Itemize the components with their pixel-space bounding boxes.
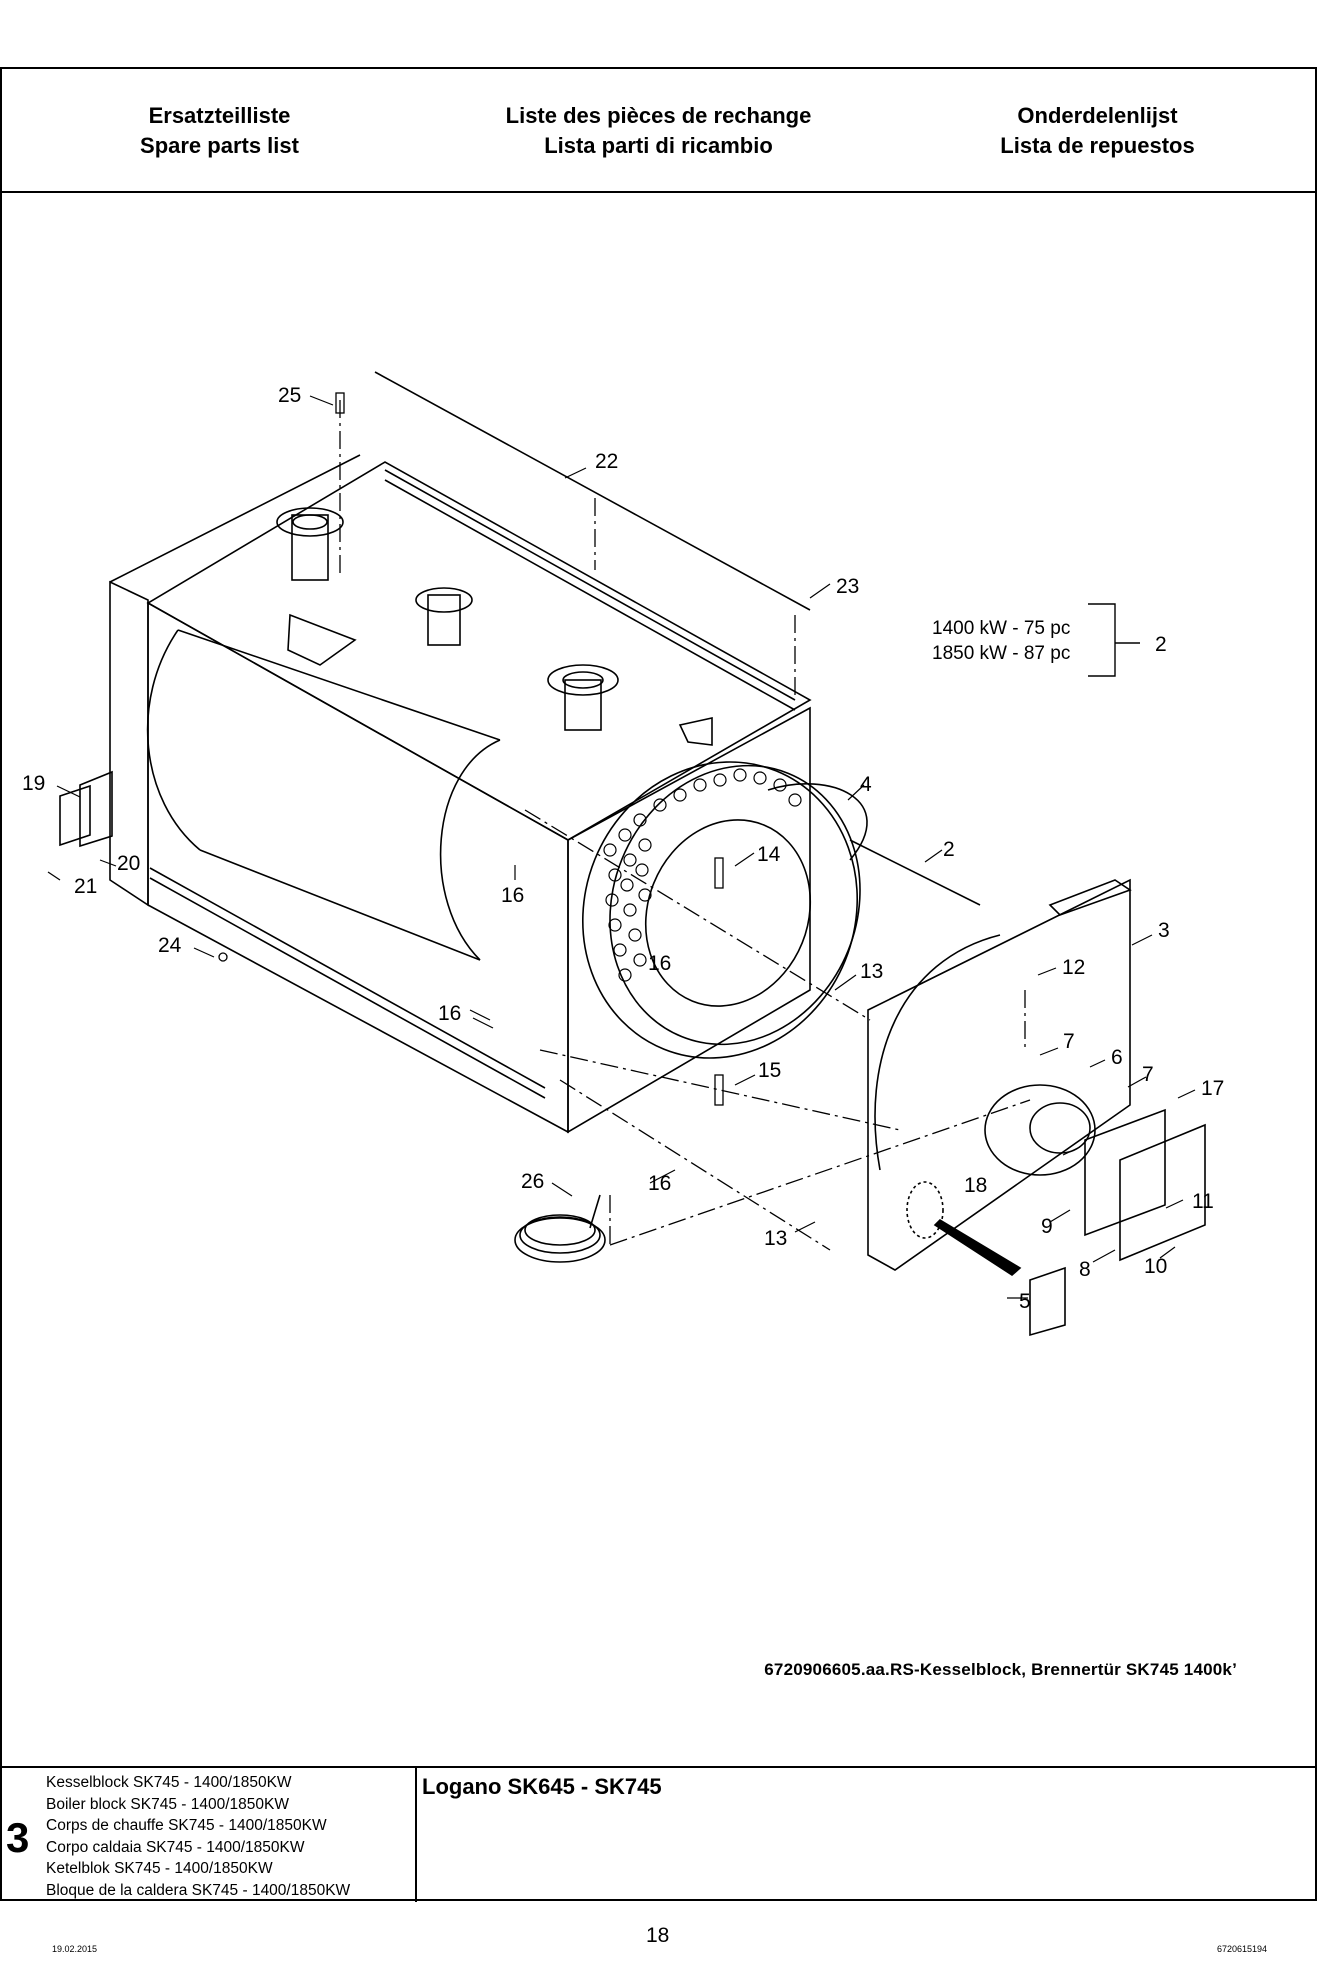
- header-title: Ersatzteilliste: [148, 103, 291, 128]
- burner-door-plate: [867, 878, 1131, 1271]
- callout-label: 16: [648, 1172, 671, 1195]
- header-title: Onderdelenlijst: [1017, 103, 1178, 128]
- header-title: Lista de repuestos: [1000, 133, 1195, 158]
- exploded-view-drawing: 1400 kW - 75 pc 1850 kW - 87 pc 2: [0, 193, 1317, 1768]
- variant-label: 1400 kW - 75 pc: [932, 618, 1070, 639]
- header-col-fr-it: Liste des pièces de rechange Lista parti…: [439, 101, 878, 161]
- drawing-caption: 6720906605.aa.RS-Kesselblock, Brennertür…: [764, 1660, 1237, 1679]
- callout-label: 7: [1063, 1030, 1075, 1053]
- callout-label: 26: [521, 1170, 544, 1193]
- header-col-nl-es: Onderdelenlijst Lista de repuestos: [878, 101, 1317, 161]
- casing-top: [146, 461, 812, 841]
- callout-label: 14: [757, 843, 781, 866]
- casing-side-panel: [109, 580, 149, 907]
- casing-front-right: [567, 706, 811, 1134]
- callout-label: 16: [648, 952, 671, 975]
- header-col-de-en: Ersatzteilliste Spare parts list: [0, 101, 439, 161]
- boiler-block-diagram: 1400 kW - 75 pc 1850 kW - 87 pc 2: [22, 371, 1224, 1337]
- callout-label: 4: [860, 773, 872, 796]
- callout-label: 6: [1111, 1046, 1123, 1069]
- footer-divider: [415, 1768, 417, 1902]
- section-title: Bloque de la caldera SK745 - 1400/1850KW: [46, 1881, 351, 1899]
- casing-front-left: [147, 601, 569, 1134]
- callout-label: 16: [438, 1002, 461, 1025]
- print-date: 19.02.2015: [52, 1944, 98, 1954]
- callout-label: 22: [595, 450, 618, 473]
- callout-label: 8: [1079, 1258, 1091, 1281]
- callout-label: 7: [1142, 1063, 1154, 1086]
- callout-label: 25: [278, 384, 301, 407]
- callout-label: 11: [1192, 1190, 1214, 1213]
- callout-label: 3: [1158, 919, 1170, 942]
- section-footer: 3 Kesselblock SK745 - 1400/1850KW Boiler…: [0, 1766, 1317, 1902]
- callout-label: 10: [1144, 1255, 1167, 1278]
- callout-label: 21: [74, 875, 97, 898]
- callout-label: 24: [158, 934, 182, 957]
- section-title: Ketelblok SK745 - 1400/1850KW: [46, 1860, 273, 1877]
- callout-label: 2: [1155, 633, 1167, 656]
- section-number: 3: [6, 1814, 30, 1861]
- section-title: Corps de chauffe SK745 - 1400/1850KW: [46, 1817, 327, 1834]
- header-title: Liste des pièces de rechange: [505, 103, 812, 128]
- callout-label: 15: [758, 1059, 781, 1082]
- callout-label: 17: [1201, 1077, 1224, 1100]
- callout-label: 16: [501, 884, 524, 907]
- callout-label: 18: [964, 1174, 987, 1197]
- section-title: Boiler block SK745 - 1400/1850KW: [46, 1795, 289, 1813]
- header-title: Lista parti di ricambio: [544, 133, 773, 158]
- page-frame: [0, 67, 1317, 1901]
- header-title: Spare parts list: [140, 133, 299, 158]
- section-title: Corpo caldaia SK745 - 1400/1850KW: [46, 1838, 305, 1856]
- callout-label: 2: [943, 838, 955, 861]
- callout-label: 20: [117, 852, 140, 875]
- header: Ersatzteilliste Spare parts list Liste d…: [0, 67, 1317, 193]
- callout-label: 19: [22, 772, 45, 795]
- page-number: 18: [646, 1924, 670, 1947]
- callout-label: 13: [860, 960, 883, 983]
- variant-label: 1850 kW - 87 pc: [932, 643, 1070, 664]
- callout-label: 23: [836, 575, 859, 598]
- product-name: Logano SK645 - SK745: [422, 1774, 662, 1799]
- callout-label: 9: [1041, 1215, 1053, 1238]
- section-titles: Kesselblock SK745 - 1400/1850KW Boiler b…: [46, 1772, 350, 1901]
- document-number: 6720615194: [1216, 1944, 1267, 1954]
- section-title: Kesselblock SK745 - 1400/1850KW: [46, 1774, 292, 1791]
- callout-label: 12: [1062, 956, 1085, 979]
- callout-label: 13: [764, 1227, 787, 1250]
- callout-label: 5: [1019, 1290, 1031, 1313]
